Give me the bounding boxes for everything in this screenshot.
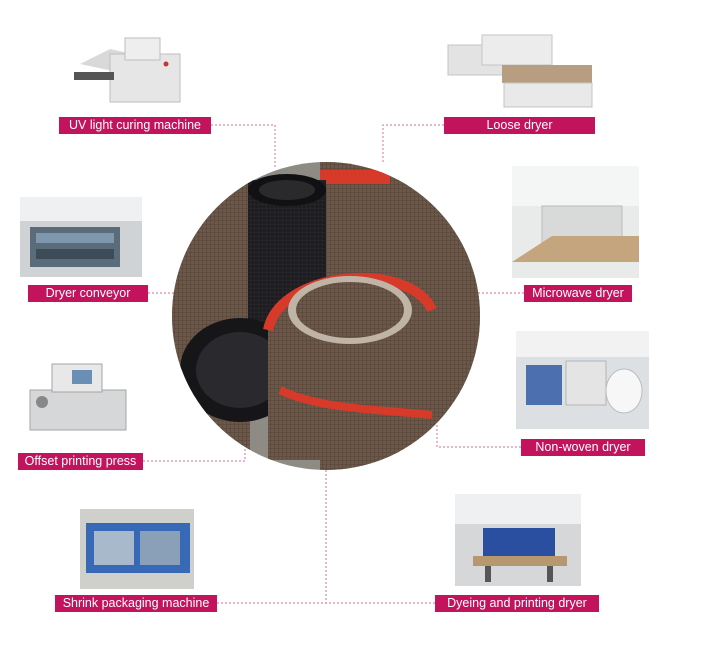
connector-nonwoven: [436, 420, 521, 448]
uv-curing-machine-image: [70, 24, 194, 112]
offset-printing-press-image: [22, 350, 134, 445]
shrink-packaging-machine-image: [80, 509, 194, 589]
dyeing-printing-dryer-image: [455, 494, 581, 586]
microwave-dryer-label: Microwave dryer: [524, 285, 632, 302]
non-woven-dryer-label: Non-woven dryer: [521, 439, 645, 456]
non-woven-dryer-image: [516, 331, 649, 429]
uv-light-curing-machine-label: UV light curing machine: [59, 117, 211, 134]
center-belt-rolls-image: [172, 162, 480, 470]
dryer-conveyor-label: Dryer conveyor: [28, 285, 148, 302]
loose-dryer-image: [442, 17, 602, 112]
connector-loose: [382, 124, 444, 163]
dyeing-printing-dryer-label: Dyeing and printing dryer: [435, 595, 599, 612]
dryer-conveyor-image: [20, 197, 142, 277]
shrink-packaging-machine-label: Shrink packaging machine: [55, 595, 217, 612]
microwave-dryer-image: [512, 166, 639, 278]
connector-offset: [143, 445, 246, 462]
loose-dryer-label: Loose dryer: [444, 117, 595, 134]
connector-uv: [211, 124, 276, 168]
offset-printing-press-label: Offset printing press: [18, 453, 143, 470]
